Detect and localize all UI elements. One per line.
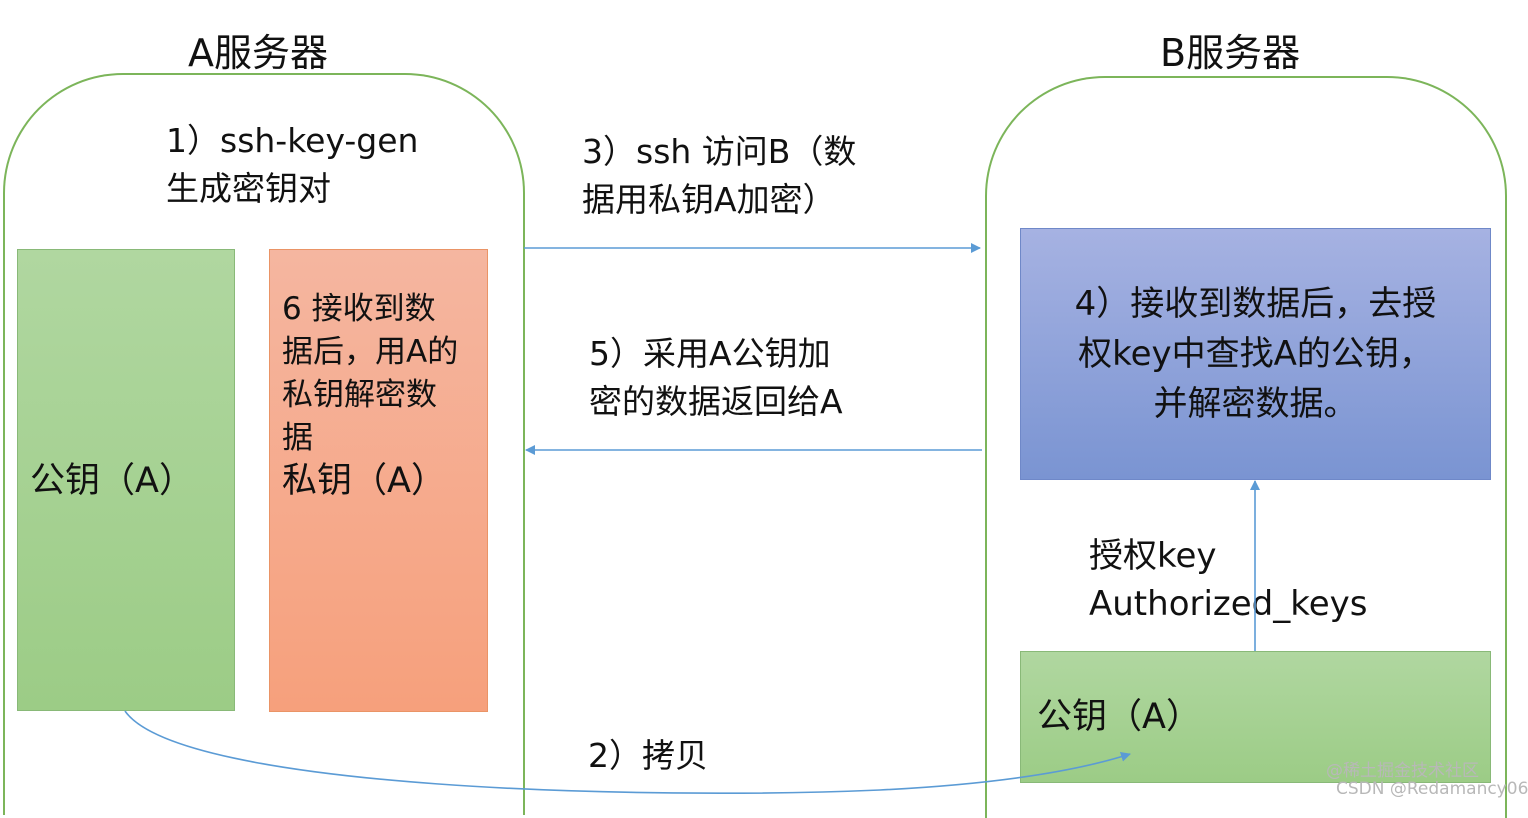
b-public-key-label: 公钥（A） [1037, 697, 1201, 737]
step1-label: 1）ssh-key-gen 生成密钥对 [166, 121, 419, 208]
watermark-line1: @稀土掘金技术社区 [1326, 761, 1479, 781]
step6-label: 6 接收到数 据后，用A的 私钥解密数 据 [282, 291, 459, 456]
a-private-key-label: 私钥（A） [282, 461, 446, 501]
server-b-container [985, 76, 1507, 818]
server-a-title: A服务器 [188, 31, 328, 75]
step3-label: 3）ssh 访问B（数 据用私钥A加密） [582, 132, 857, 219]
step5-label: 5）采用A公钥加 密的数据返回给A [589, 334, 843, 421]
b-public-key-box: 公钥（A） [1020, 651, 1491, 783]
a-private-key-box: 6 接收到数 据后，用A的 私钥解密数 据 私钥（A） [269, 249, 488, 712]
step4-label: 4）接收到数据后，去授 权key中查找A的公钥， 并解密数据。 [1074, 284, 1437, 424]
b-process-box: 4）接收到数据后，去授 权key中查找A的公钥， 并解密数据。 [1020, 228, 1491, 480]
server-a-container [3, 73, 525, 815]
authorized-keys-label: 授权key Authorized_keys [1089, 536, 1368, 624]
step2-copy-arrow [124, 710, 1131, 795]
watermark-line2: CSDN @Redamancy06 [1336, 779, 1528, 799]
arrows-layer [124, 243, 1260, 795]
server-b-title: B服务器 [1160, 31, 1301, 75]
step2-label: 2）拷贝 [588, 736, 708, 775]
a-public-key-box: 公钥（A） [17, 249, 235, 711]
a-public-key-label: 公钥（A） [30, 461, 194, 501]
